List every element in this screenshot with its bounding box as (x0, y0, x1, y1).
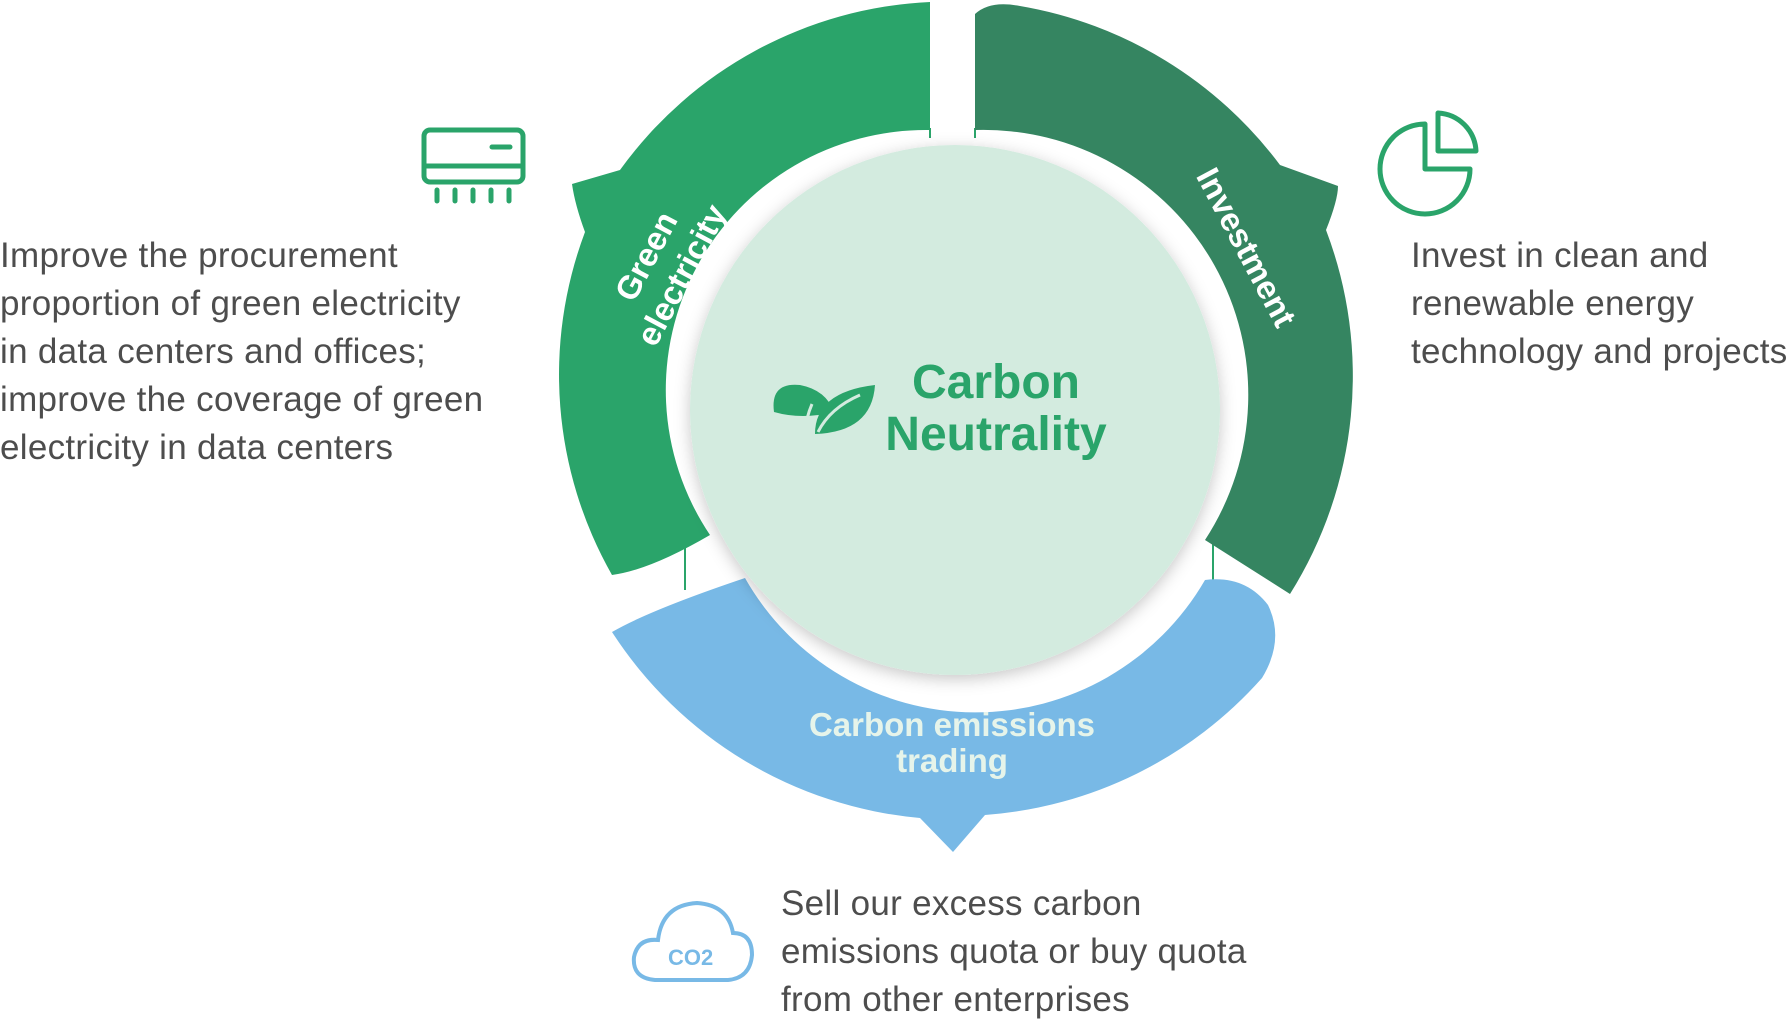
leaf-icon (773, 384, 875, 434)
investment-segment (975, 4, 1353, 594)
carbon-trading-description-line: emissions quota or buy quota (781, 932, 1247, 971)
co2-icon-text: CO2 (668, 945, 713, 970)
center-circle (690, 145, 1220, 675)
pie-chart-icon (1377, 110, 1479, 217)
green-electricity-description-line: proportion of green electricity (0, 284, 461, 323)
carbon-trading-description-line: Sell our excess carbon (781, 884, 1142, 923)
co2-cloud-icon: CO2 (631, 900, 755, 982)
green-electricity-description: Improve the procurement proportion of gr… (0, 232, 483, 472)
air-conditioner-icon (421, 127, 526, 204)
center-title-line1: Carbon (912, 356, 1080, 409)
carbon-trading-description: Sell our excess carbon emissions quota o… (781, 880, 1247, 1024)
green-electricity-description-line: Improve the procurement (0, 236, 398, 275)
investment-description-line: Invest in clean and (1411, 236, 1709, 275)
green-electricity-segment (559, 2, 930, 575)
investment-description-line: technology and projects (1411, 332, 1788, 371)
green-electricity-description-line: improve the coverage of green (0, 380, 484, 419)
green-electricity-description-line: electricity in data centers (0, 428, 394, 467)
carbon-trading-segment (612, 578, 1276, 852)
center-title-line2: Neutrality (885, 408, 1107, 461)
carbon-trading-label-line2: trading (896, 742, 1008, 779)
investment-description: Invest in clean and renewable energy tec… (1411, 232, 1788, 376)
green-electricity-description-line: in data centers and offices; (0, 332, 427, 371)
investment-description-line: renewable energy (1411, 284, 1695, 323)
carbon-trading-description-line: from other enterprises (781, 980, 1130, 1019)
carbon-trading-label-line1: Carbon emissions (809, 706, 1095, 743)
